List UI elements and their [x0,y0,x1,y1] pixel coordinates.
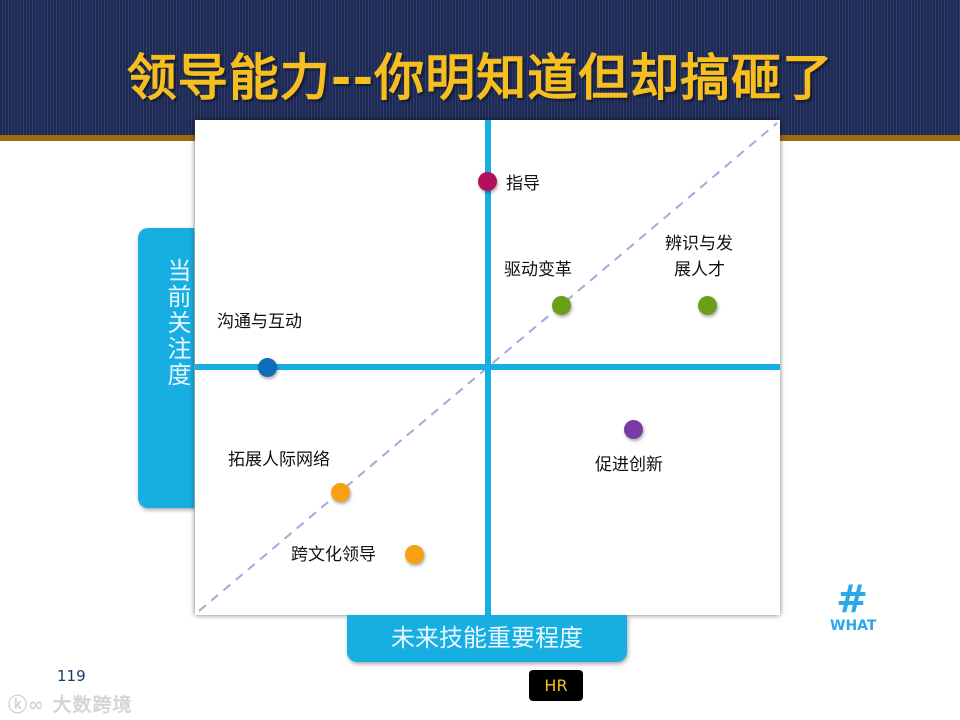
label-coaching: 指导 [506,174,540,194]
y-axis-label-box: 当前关注度 [138,228,194,508]
page-number: 119 [57,667,86,685]
label-talent-development-2: 展人才 [674,260,725,280]
watermark-text: 大数跨境 [52,694,133,716]
hr-badge: HR [529,670,583,701]
label-drive-change: 驱动变革 [504,260,572,280]
horizontal-divider [195,364,780,370]
y-axis-label: 当前关注度 [163,258,191,388]
point-communication [258,358,277,377]
point-talent-development [698,296,717,315]
quadrant-chart: 指导 驱动变革 辨识与发 展人才 沟通与互动 促进创新 拓展人际网络 跨文化领导 [195,120,780,615]
what-text: WHAT [830,618,877,634]
label-talent-development-1: 辨识与发 [665,234,733,254]
hash-icon: # [836,577,868,621]
diagonal-reference-line [198,122,778,612]
label-networking: 拓展人际网络 [228,450,330,470]
point-coaching [478,172,497,191]
point-innovation [624,420,643,439]
what-logo: # WHAT [830,577,877,634]
watermark: ⓚ∞ 大数跨境 [8,690,132,717]
slide-title: 领导能力--你明知道但却搞砸了 [126,49,834,107]
x-axis-label: 未来技能重要程度 [347,615,627,662]
watermark-logo-icon: ⓚ∞ [8,694,53,716]
label-innovation: 促进创新 [595,455,663,475]
label-communication: 沟通与互动 [217,312,302,332]
label-cross-cultural: 跨文化领导 [291,545,376,565]
point-cross-cultural [405,545,424,564]
title-banner [0,0,960,135]
point-drive-change [552,296,571,315]
point-networking [331,483,350,502]
